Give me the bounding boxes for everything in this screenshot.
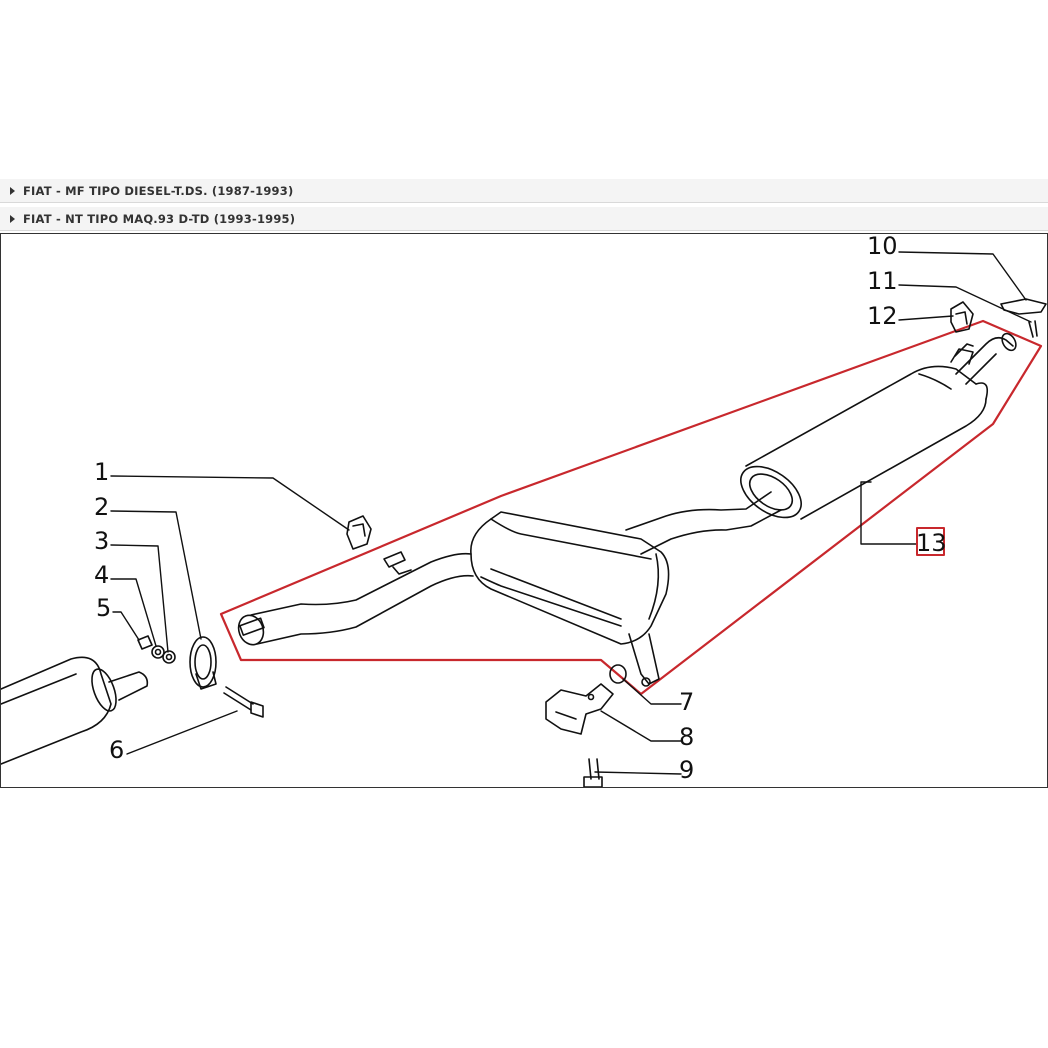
exhaust-parts-diagram: 1 2 3 4 5 6 7 8 9 10 11 12 13: [0, 233, 1048, 788]
callout-13-highlight-box: [916, 527, 945, 556]
nut-part-3[interactable]: [162, 650, 176, 664]
callout-3[interactable]: 3: [94, 527, 109, 555]
callout-5[interactable]: 5: [96, 594, 111, 622]
screw-part-9[interactable]: [583, 758, 603, 787]
bracket-part-8[interactable]: [545, 683, 614, 735]
expand-arrow-icon: [10, 214, 15, 223]
breadcrumb-tipo-maq93[interactable]: FIAT - NT TIPO MAQ.93 D-TD (1993-1995): [0, 207, 1048, 231]
callout-12[interactable]: 12: [867, 302, 898, 330]
bolt-part-6[interactable]: [223, 686, 264, 718]
callout-7[interactable]: 7: [679, 688, 694, 716]
callout-13[interactable]: 13: [916, 529, 947, 557]
assembly-13-highlight[interactable]: [219, 319, 1043, 696]
callout-11[interactable]: 11: [867, 267, 898, 295]
breadcrumb-label: FIAT - NT TIPO MAQ.93 D-TD (1993-1995): [23, 211, 296, 226]
exhaust-assembly[interactable]: [235, 331, 1019, 687]
breadcrumb-tipo-diesel[interactable]: FIAT - MF TIPO DIESEL-T.DS. (1987-1993): [0, 179, 1048, 203]
callout-9[interactable]: 9: [679, 756, 694, 784]
diagram-canvas: 1 2 3 4 5 6 7 8 9 10 11 12 13: [1, 234, 1047, 787]
screw-part-11[interactable]: [1028, 320, 1038, 338]
rubber-mount-part-12[interactable]: [950, 301, 974, 333]
callout-10[interactable]: 10: [867, 234, 898, 260]
callout-8[interactable]: 8: [679, 723, 694, 751]
expand-arrow-icon: [10, 186, 15, 195]
callout-6[interactable]: 6: [109, 736, 124, 764]
washer-part-5[interactable]: [137, 635, 153, 650]
callout-4[interactable]: 4: [94, 561, 109, 589]
callout-2[interactable]: 2: [94, 493, 109, 521]
breadcrumb-label: FIAT - MF TIPO DIESEL-T.DS. (1987-1993): [23, 183, 294, 198]
clamp-part-2[interactable]: [189, 636, 217, 690]
front-pipe-section: [1, 656, 149, 765]
callout-leaders: [110, 251, 1032, 775]
ring-part-7[interactable]: [609, 664, 627, 684]
callout-numbers: 1 2 3 4 5 6 7 8 9 10 11 12 13: [94, 234, 947, 784]
nut-part-4[interactable]: [151, 645, 165, 659]
callout-1[interactable]: 1: [94, 458, 109, 486]
rubber-mount-part-1[interactable]: [346, 515, 372, 550]
